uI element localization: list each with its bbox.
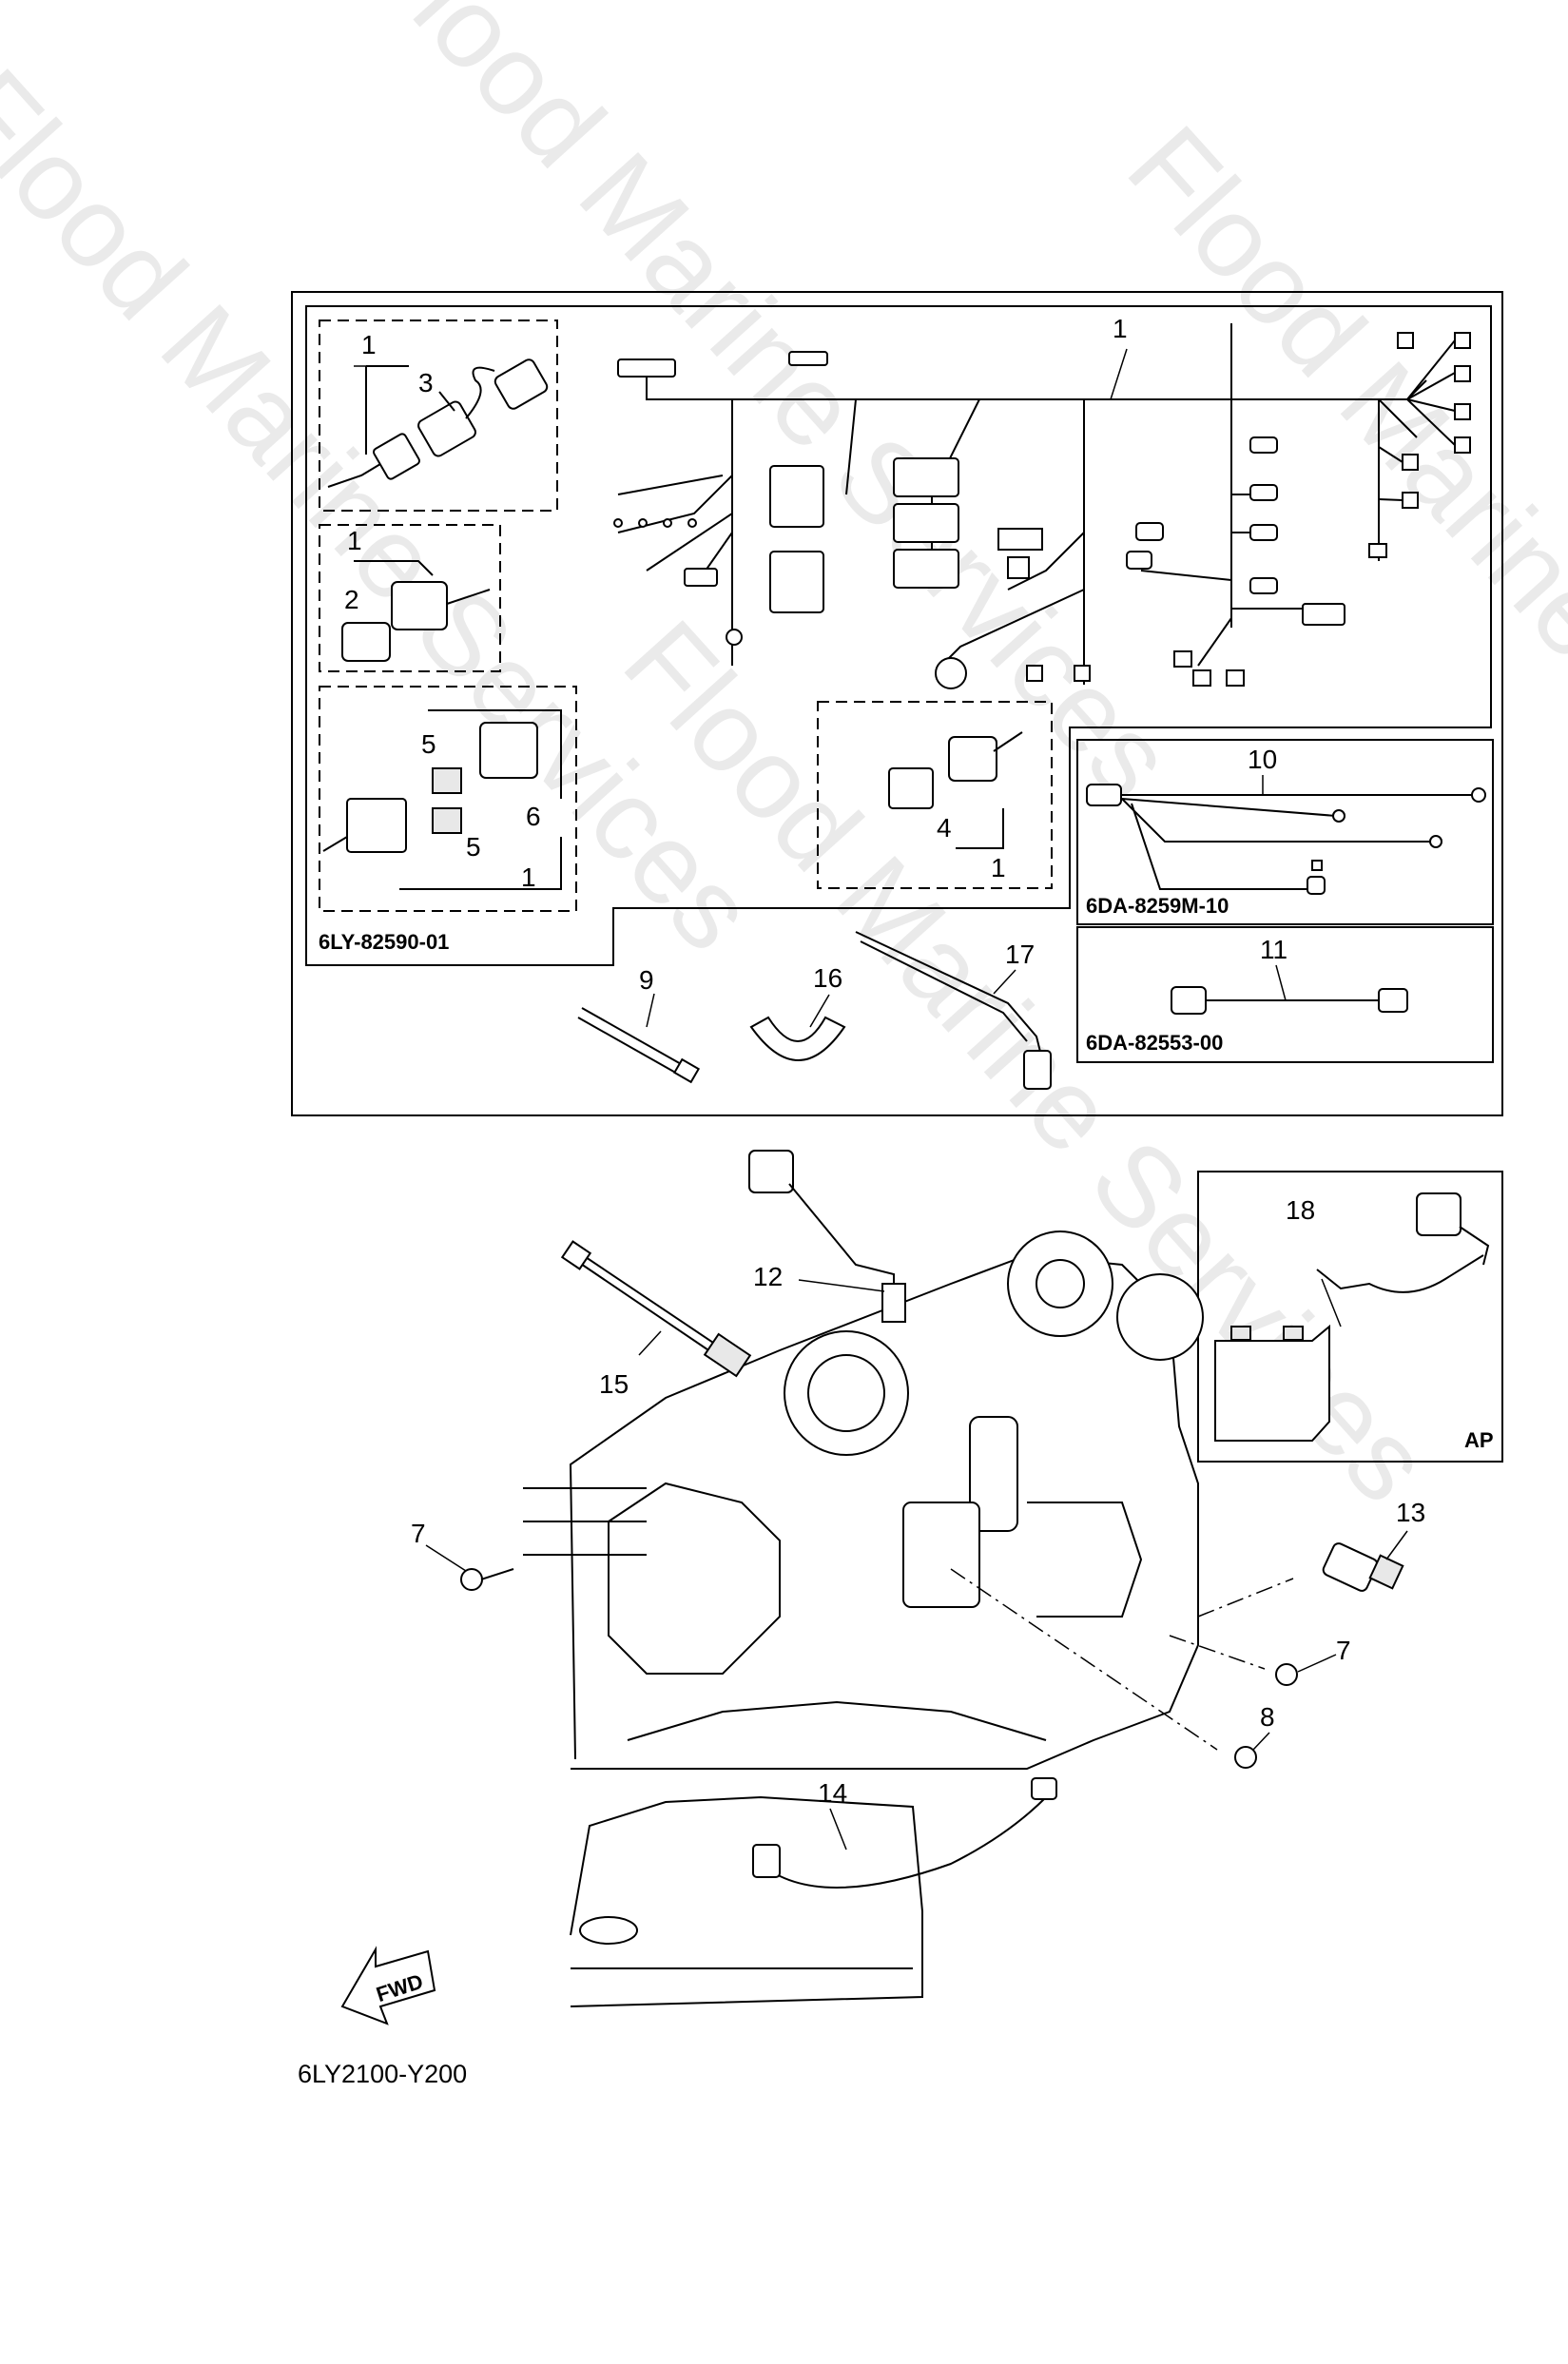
main-harness-frame bbox=[305, 305, 1492, 966]
sub-harness-a-drawing bbox=[1086, 784, 1486, 895]
callout-16: 16 bbox=[813, 963, 842, 993]
connector-2-drawing bbox=[341, 560, 491, 662]
callout-1: 1 bbox=[361, 330, 377, 359]
connector-4-drawing bbox=[888, 731, 1023, 849]
figure-code: 6LY2100-Y200 bbox=[298, 2060, 467, 2088]
sub-harness-b-frame bbox=[1076, 926, 1494, 1063]
harness-panel: 6LY-82590-01 6DA-8259M-10 6DA-82553-00 bbox=[291, 291, 1503, 1116]
connector-3-drawing bbox=[327, 358, 549, 488]
callout-12: 12 bbox=[753, 1262, 783, 1291]
callout-leaders-engine bbox=[425, 1278, 1408, 1851]
callout-9: 9 bbox=[639, 965, 654, 995]
callout-6: 6 bbox=[526, 802, 541, 831]
callout-leaders-top bbox=[354, 348, 1287, 1028]
callout-5: 5 bbox=[421, 729, 436, 759]
detail-box-connector-2 bbox=[319, 524, 501, 672]
callout-2: 2 bbox=[344, 585, 359, 614]
detail-box-connector-4 bbox=[817, 701, 1053, 889]
battery-drawing bbox=[1214, 1192, 1490, 1442]
ap-label: AP bbox=[1464, 1428, 1494, 1452]
callout-13: 13 bbox=[1396, 1498, 1425, 1527]
callout-1: 1 bbox=[1113, 314, 1128, 343]
callout-8: 8 bbox=[1260, 1702, 1275, 1732]
harness-panel-frame bbox=[291, 291, 1503, 1116]
callout-17: 17 bbox=[1005, 940, 1035, 969]
callout-1: 1 bbox=[347, 526, 362, 555]
fwd-arrow-icon: FWD bbox=[340, 1946, 436, 2025]
callout-15: 15 bbox=[599, 1369, 629, 1399]
callout-7: 7 bbox=[411, 1519, 426, 1548]
engine-block-drawing bbox=[523, 1230, 1204, 1770]
callout-1: 1 bbox=[521, 862, 536, 892]
engine-view: AP bbox=[298, 1150, 1503, 2088]
sub-harness-a-partno: 6DA-8259M-10 bbox=[1086, 894, 1229, 918]
relay-drawing bbox=[322, 709, 562, 890]
sub-harness-b-partno: 6DA-82553-00 bbox=[1086, 1031, 1223, 1055]
callout-18: 18 bbox=[1286, 1195, 1315, 1225]
callout-1: 1 bbox=[991, 853, 1006, 882]
callout-3: 3 bbox=[418, 368, 434, 397]
watermark-text-3: Flood Marine Services bbox=[1104, 103, 1568, 1032]
callout-5: 5 bbox=[466, 832, 481, 862]
callout-10: 10 bbox=[1248, 745, 1277, 774]
callout-7: 7 bbox=[1336, 1636, 1351, 1665]
callout-11: 11 bbox=[1260, 935, 1287, 964]
engine-parts-drawing bbox=[460, 1150, 1404, 2007]
callout-4: 4 bbox=[937, 813, 952, 843]
accessories-drawing bbox=[577, 931, 1052, 1090]
detail-box-relay-6 bbox=[319, 686, 577, 912]
detail-box-connector-3 bbox=[319, 320, 558, 512]
sub-harness-a-frame bbox=[1076, 739, 1494, 925]
callout-14: 14 bbox=[818, 1778, 847, 1808]
main-harness-partno: 6LY-82590-01 bbox=[319, 930, 449, 954]
watermark: Flood Marine Services Flood Marine Servi… bbox=[0, 0, 1568, 1526]
main-harness-wiring bbox=[613, 323, 1471, 689]
sub-harness-b-drawing bbox=[1171, 986, 1408, 1015]
